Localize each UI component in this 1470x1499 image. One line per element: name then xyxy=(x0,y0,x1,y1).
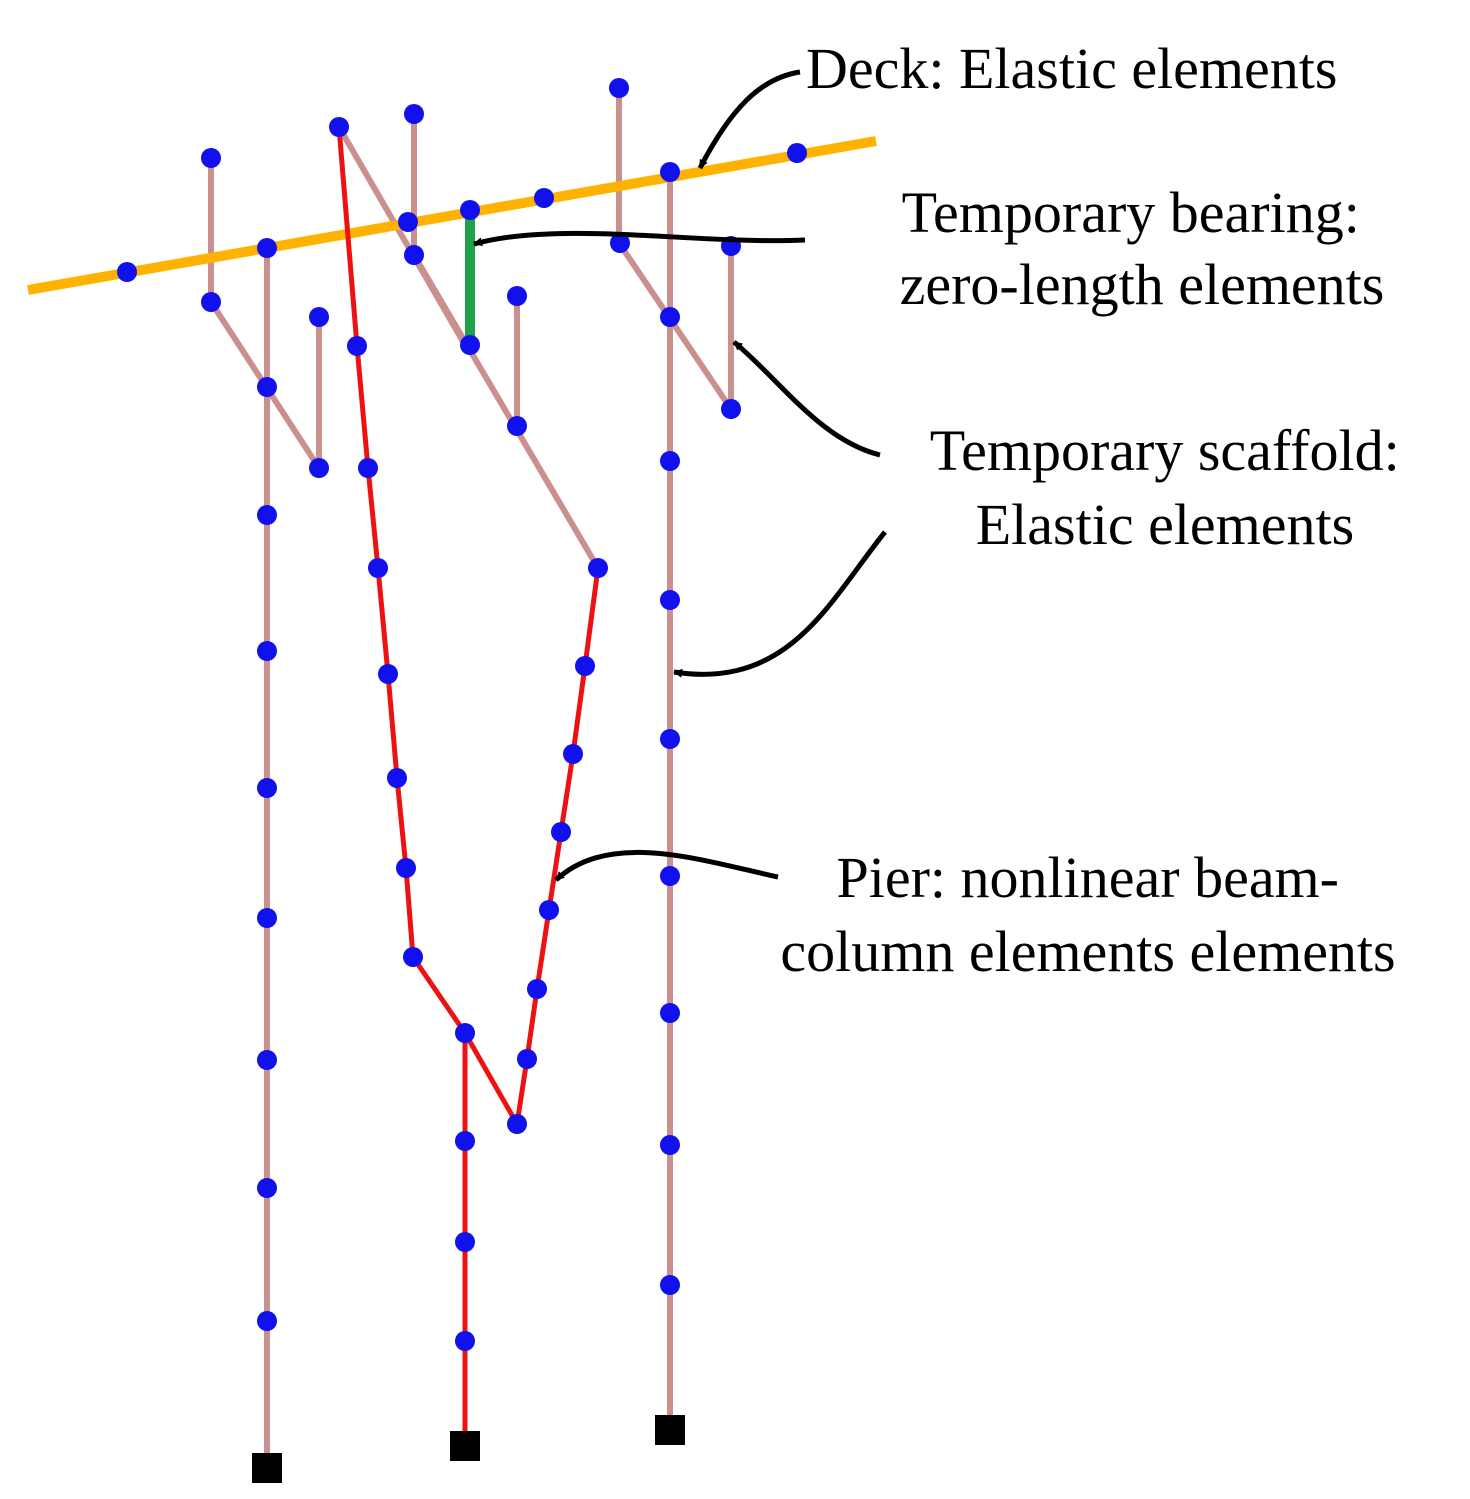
node-29 xyxy=(507,416,527,436)
node-15 xyxy=(403,947,423,967)
bearing-label: Temporary bearing: zero-length elements xyxy=(900,180,1385,317)
node-8 xyxy=(329,117,349,137)
scaffold-label-line-1: Temporary scaffold: xyxy=(930,418,1400,483)
node-27 xyxy=(460,335,480,355)
annotation-labels: Deck: Elastic elements Temporary bearing… xyxy=(780,36,1414,984)
model-nodes xyxy=(117,78,807,1351)
node-24 xyxy=(398,212,418,232)
pier-callout-arrow xyxy=(554,850,779,882)
node-12 xyxy=(378,664,398,684)
deck-elements xyxy=(27,136,877,295)
bearing-callout-arrow xyxy=(473,230,806,247)
node-6 xyxy=(309,307,329,327)
node-7 xyxy=(309,458,329,478)
node-9 xyxy=(347,336,367,356)
scaffold-member-5 xyxy=(336,125,468,347)
deck-member xyxy=(27,136,877,295)
fixed-support-1 xyxy=(252,1453,282,1483)
node-21 xyxy=(257,1178,277,1198)
node-19 xyxy=(257,908,277,928)
node-40 xyxy=(455,1131,475,1151)
node-30 xyxy=(534,188,554,208)
scaffold-member-7 xyxy=(616,88,734,412)
fixed-support-2 xyxy=(450,1431,480,1461)
node-4 xyxy=(257,238,277,258)
scaffold-elements xyxy=(208,88,734,1468)
node-25 xyxy=(404,245,424,265)
node-39 xyxy=(455,1023,475,1043)
callout-arrows xyxy=(473,69,887,882)
node-1 xyxy=(117,262,137,282)
pier-label-line-1: Pier: nonlinear beam- xyxy=(837,845,1340,910)
node-42 xyxy=(455,1331,475,1351)
deck-callout-arrow xyxy=(697,69,801,170)
fixed-support-3 xyxy=(655,1415,685,1445)
node-50 xyxy=(660,866,680,886)
node-2 xyxy=(201,148,221,168)
node-38 xyxy=(507,1114,527,1134)
node-11 xyxy=(368,558,388,578)
node-3 xyxy=(201,292,221,312)
node-52 xyxy=(660,1135,680,1155)
node-37 xyxy=(517,1049,537,1069)
node-34 xyxy=(551,822,571,842)
node-32 xyxy=(575,656,595,676)
node-49 xyxy=(660,729,680,749)
node-45 xyxy=(660,162,680,182)
bearing-label-line-1: Temporary bearing: xyxy=(902,180,1360,245)
node-56 xyxy=(787,143,807,163)
node-16 xyxy=(257,505,277,525)
node-44 xyxy=(610,233,630,253)
node-13 xyxy=(387,768,407,788)
node-35 xyxy=(539,900,559,920)
deck-label-line-1: Deck: Elastic elements xyxy=(806,36,1337,101)
node-26 xyxy=(460,200,480,220)
node-18 xyxy=(257,778,277,798)
node-55 xyxy=(721,399,741,419)
pier-label-line-2: column elements elements xyxy=(780,919,1395,984)
node-5 xyxy=(257,377,277,397)
scaffold-label: Temporary scaffold: Elastic elements xyxy=(930,418,1414,557)
node-48 xyxy=(660,590,680,610)
node-20 xyxy=(257,1050,277,1070)
bearing-label-line-2: zero-length elements xyxy=(900,252,1385,317)
node-31 xyxy=(588,558,608,578)
node-47 xyxy=(660,451,680,471)
node-46 xyxy=(660,307,680,327)
scaffold-member-4 xyxy=(411,114,601,570)
node-41 xyxy=(455,1232,475,1252)
node-51 xyxy=(660,1003,680,1023)
deck-label: Deck: Elastic elements xyxy=(806,36,1337,101)
node-14 xyxy=(396,858,416,878)
node-53 xyxy=(660,1275,680,1295)
scaffold-label-line-2: Elastic elements xyxy=(976,492,1354,557)
node-22 xyxy=(257,1311,277,1331)
node-28 xyxy=(507,286,527,306)
fixed-supports xyxy=(252,1415,685,1483)
node-10 xyxy=(358,458,378,478)
node-23 xyxy=(404,104,424,124)
pier-label: Pier: nonlinear beam- column elements el… xyxy=(780,845,1395,984)
node-43 xyxy=(609,78,629,98)
node-17 xyxy=(257,641,277,661)
scaffold-callout-arrow-lower xyxy=(673,530,887,678)
node-33 xyxy=(563,744,583,764)
scaffold-callout-arrow-upper xyxy=(732,340,881,458)
node-36 xyxy=(527,979,547,999)
